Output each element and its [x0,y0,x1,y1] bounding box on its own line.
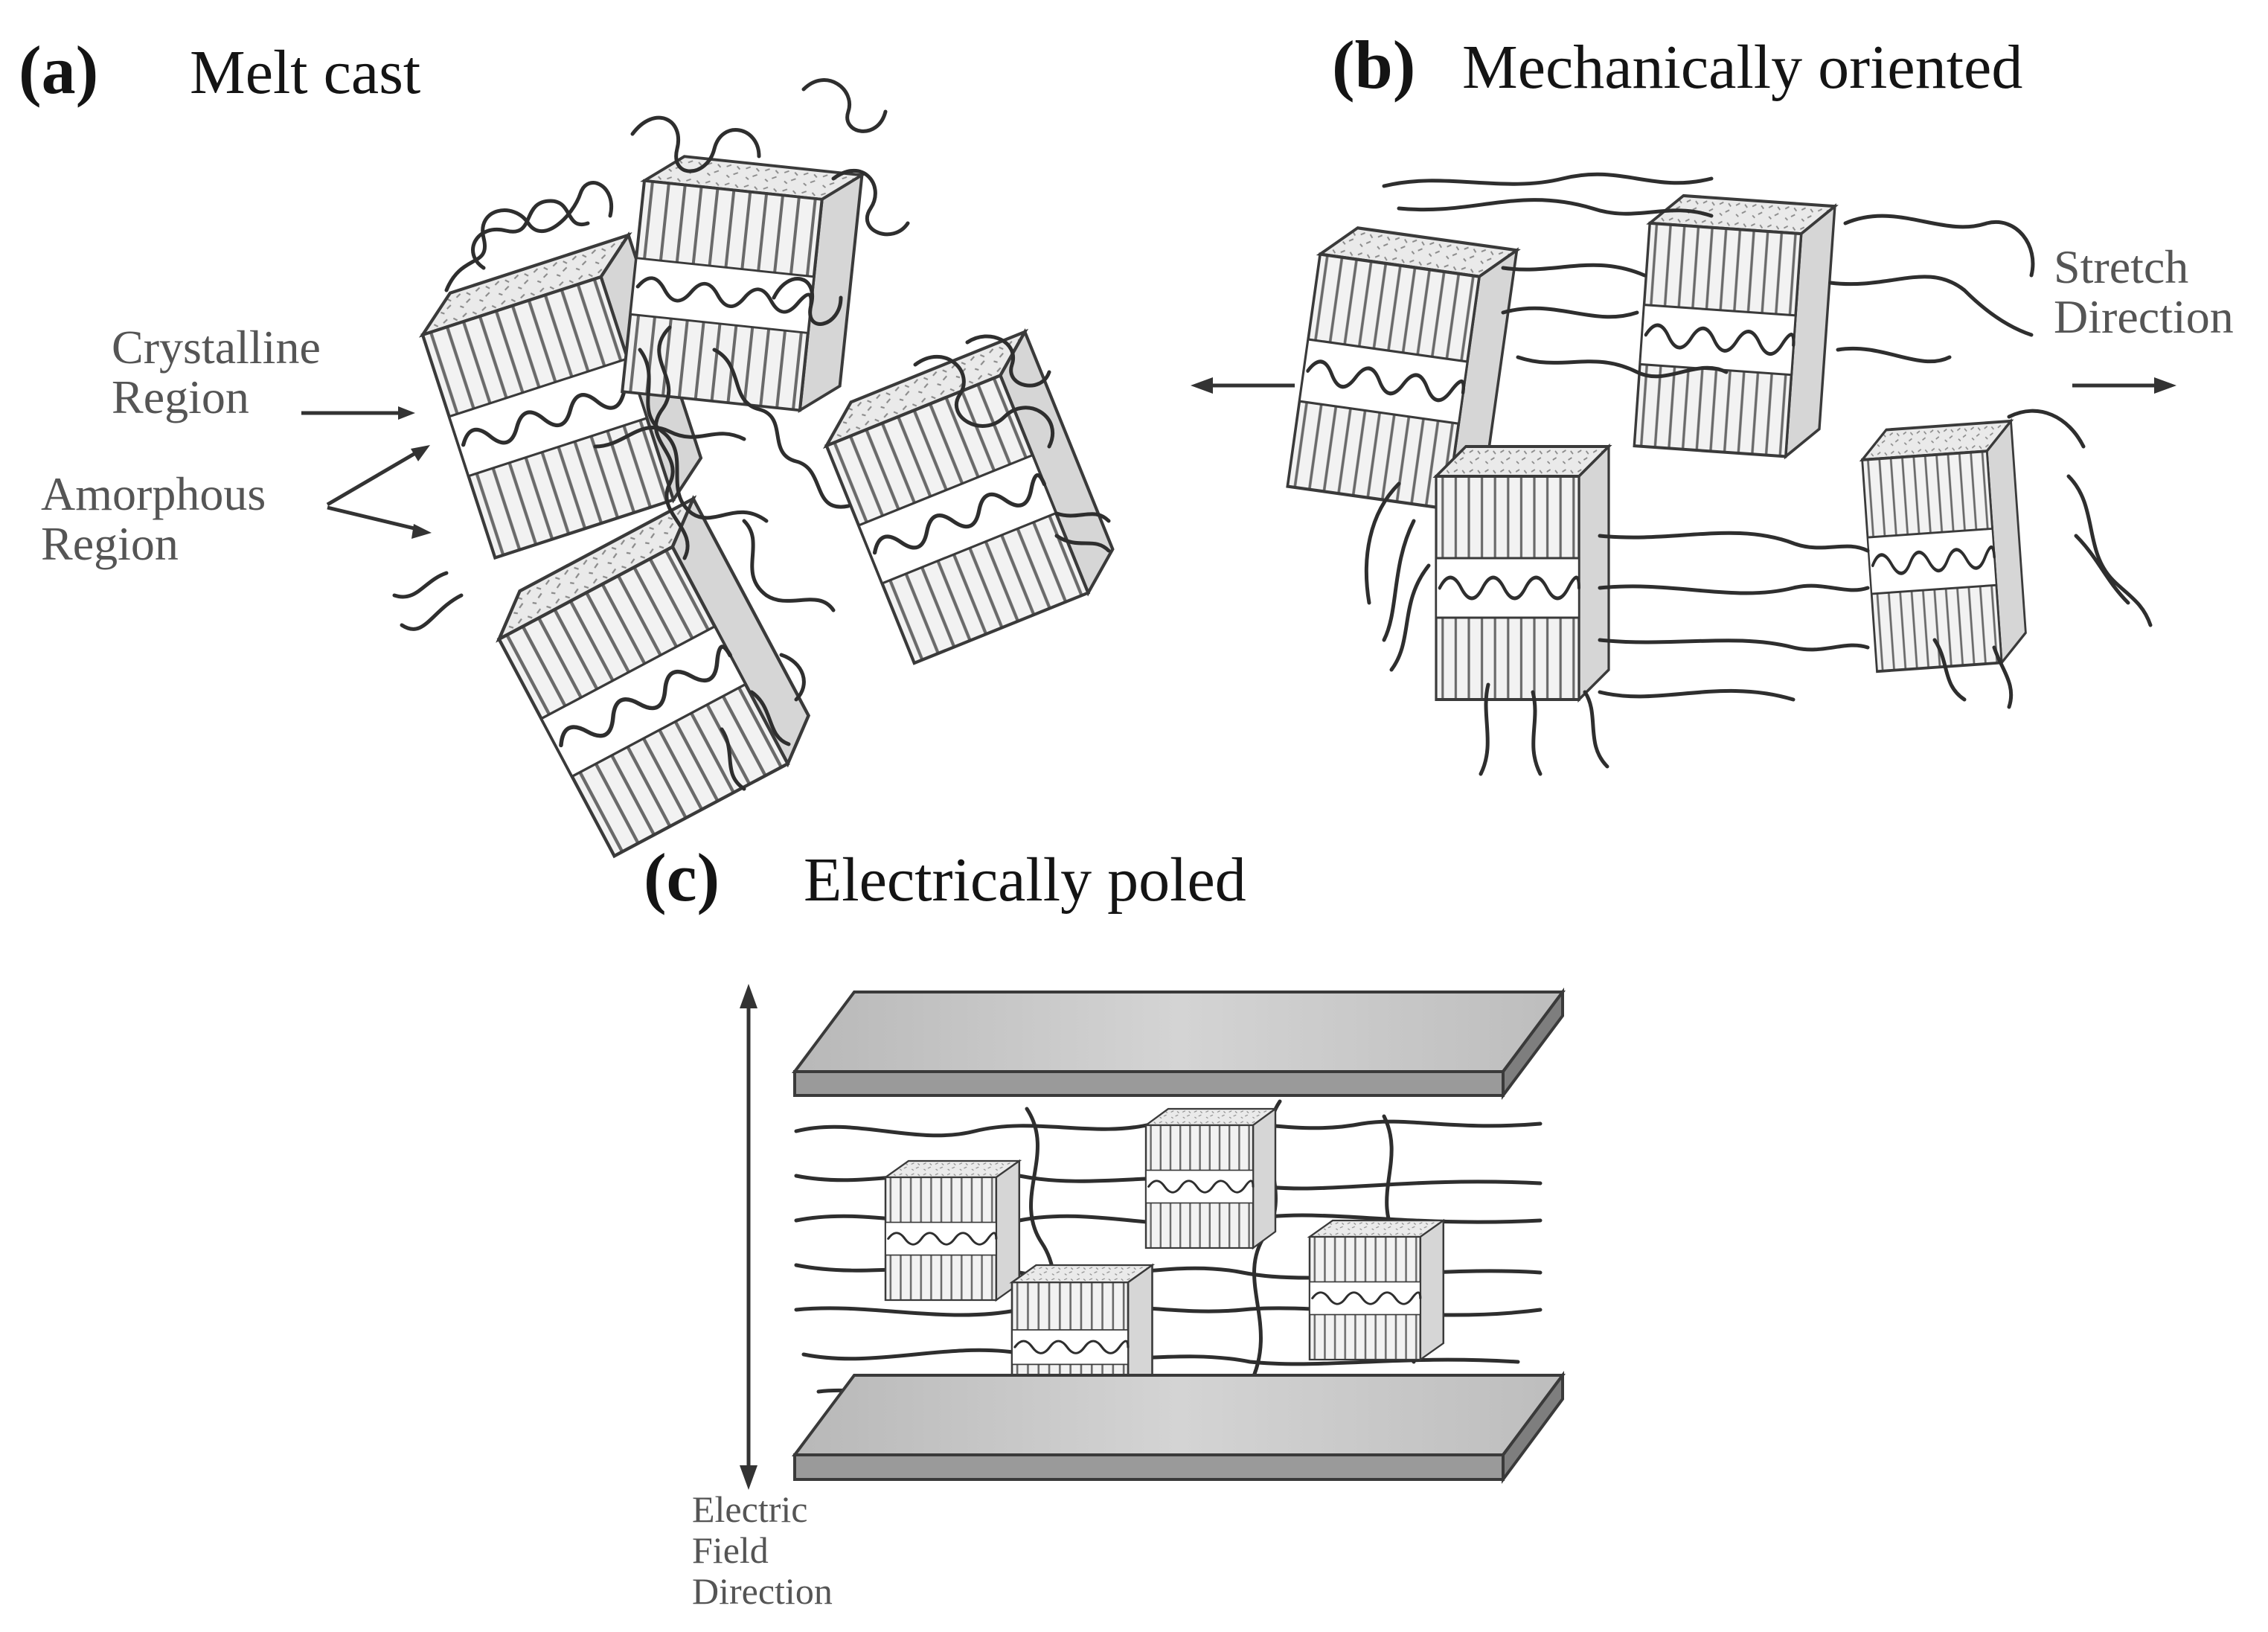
amorphous-region-label: Amorphous Region [41,445,432,570]
panel-b-crystallite-4 [1860,421,2028,671]
stretch-label-line2: Direction [2054,290,2234,343]
amorphous-label-line2: Region [41,517,179,570]
electric-field-arrow [740,984,757,1490]
bottom-electrode-plate [792,1370,1566,1485]
electric-field-label: Electric Field Direction [692,1488,833,1612]
panel-b-crystallite-2 [1634,193,1835,458]
panel-a-letter: (a) [19,32,98,108]
panel-a-amorphous-chains [392,78,1111,791]
panel-a-crystallite-right [815,332,1124,663]
field-label-line1: Electric [692,1488,807,1530]
amorphous-arrowhead-upper [411,445,430,461]
panel-c: (c) Electrically poled [644,839,1566,1612]
crystalline-label-line2: Region [112,371,249,423]
panel-a: (a) Melt cast [19,32,1124,856]
panel-c-letter: (c) [644,839,720,915]
stretch-direction-label: Stretch Direction [2054,240,2234,394]
panel-a-title: Melt cast [190,38,420,107]
stretch-arrowhead-right [2154,377,2176,394]
amorphous-arrowhead-lower [411,524,432,539]
panel-a-crystallite-top [622,153,862,415]
panel-c-crystallite-3 [1308,1219,1445,1361]
field-label-line2: Field [692,1529,769,1571]
panel-c-crystallite-1 [884,1159,1021,1302]
crystalline-region-label: Crystalline Region [112,321,415,423]
crystalline-arrowhead [398,406,415,420]
panel-b-oriented-chains [1364,172,2153,776]
amorphous-label-line1: Amorphous [41,467,266,520]
panel-b-title: Mechanically oriented [1462,33,2022,102]
field-label-line3: Direction [692,1570,833,1612]
top-electrode-plate [792,987,1566,1101]
panel-b-letter: (b) [1332,27,1415,103]
panel-b: (b) Mechanically oriented [1191,27,2234,776]
panel-a-crystallite-bottom [484,499,824,856]
panel-c-crystallite-2 [1144,1107,1277,1249]
stretch-arrow-left [1191,377,1295,394]
panel-b-crystallite-3 [1436,447,1609,700]
panel-c-title: Electrically poled [804,845,1246,915]
stretch-label-line1: Stretch [2054,240,2188,293]
crystalline-label-line1: Crystalline [112,321,321,374]
